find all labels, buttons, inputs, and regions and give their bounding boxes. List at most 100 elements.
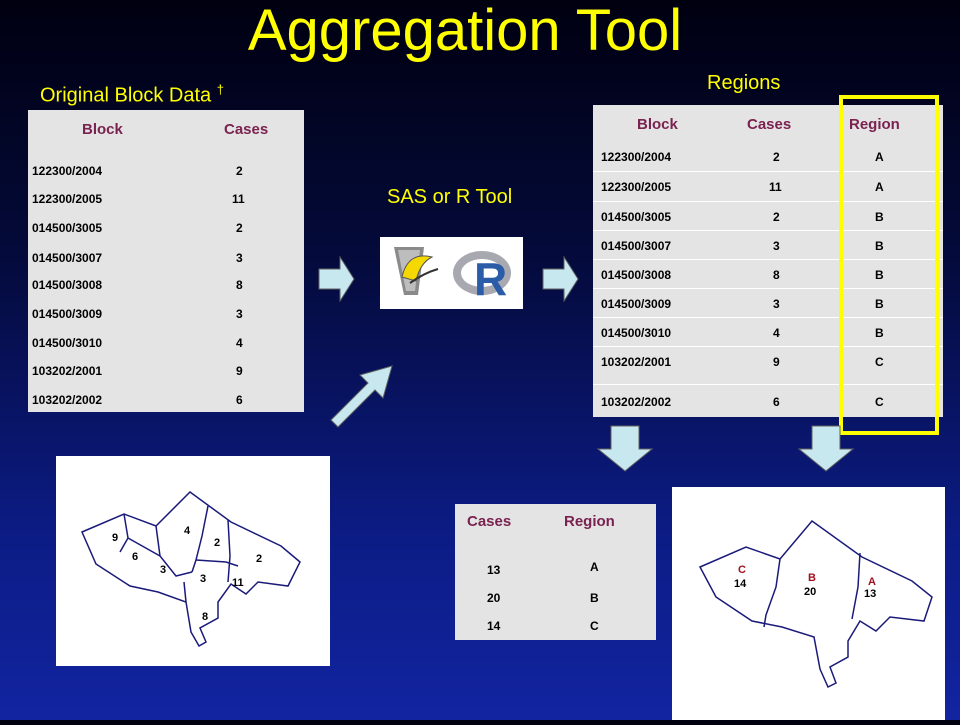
table-row: 122300/2004 [32,164,103,178]
block-label: 8 [202,611,208,623]
region-column-highlight [839,95,939,435]
table-row: 103202/2001 [601,355,672,369]
table-row: 122300/2005 [32,192,103,206]
table-cell-cases: 2 [773,210,780,224]
table-cell-region: A [590,560,599,574]
summary-header-cases: Cases [467,513,512,530]
table-cell-cases: 9 [236,364,243,378]
region-cases: 14 [734,578,747,590]
table-cell-cases: 2 [773,150,780,164]
region-letter: A [868,576,876,588]
original-block-data-caption: Original Block Data † [40,82,224,108]
table-cell-cases: 9 [773,355,780,369]
block-label: 3 [200,573,206,585]
table-cell-cases: 2 [236,221,243,235]
arrow-right-icon [542,256,579,302]
row-divider [593,259,943,260]
table-cell-cases: 3 [236,307,243,321]
block-label: 4 [184,525,191,537]
table-row: 103202/2001 [32,364,103,378]
table-cell-cases: 11 [769,180,782,194]
block-label: 2 [214,537,220,549]
table-cell-region: B [590,591,599,605]
original-caption-text: Original Block Data [40,84,212,107]
page-title: Aggregation Tool [247,0,683,63]
table-row: 014500/3008 [601,268,672,282]
row-divider [593,171,943,172]
table-row: 122300/2004 [601,150,672,164]
table-row: 014500/3005 [32,221,103,235]
table-cell-region: C [875,355,884,369]
table-row: 014500/3005 [601,210,672,224]
original-block-table: Block Cases 122300/2004 2 122300/2005 11… [28,110,304,412]
block-label: 6 [132,551,138,563]
row-divider [593,288,943,289]
table-row: 103202/2002 [32,393,103,407]
table-cell-cases: 8 [773,268,780,282]
regions-caption: Regions [707,72,781,94]
table-cell-cases: 8 [236,278,243,292]
table-row: 20 [487,591,501,605]
regions-header-cases: Cases [747,116,792,133]
block-label: 2 [256,553,262,565]
table-cell-region: C [590,619,599,633]
regions-table: Block Cases Region 122300/2004 2 A 12230… [593,105,943,417]
table-cell-region: B [875,268,884,282]
region-cases: 13 [864,588,876,600]
original-header-block: Block [82,121,123,138]
table-cell-cases: 3 [773,239,780,253]
sas-r-tool-caption: SAS or R Tool [387,186,513,208]
region-letter: B [808,572,816,584]
table-row: 014500/3009 [32,307,103,321]
table-row: 014500/3007 [32,251,103,265]
arrow-down-icon [797,425,855,472]
dagger-mark: † [216,82,224,97]
row-divider [593,230,943,231]
arrow-down-icon [596,425,654,472]
summary-table: Cases Region 13 A 20 B 14 C [455,504,656,640]
block-label: 3 [160,564,166,576]
table-cell-cases: 6 [773,395,780,409]
block-label: 9 [112,532,118,544]
table-cell-region: B [875,239,884,253]
original-header-cases: Cases [224,121,269,138]
table-cell-cases: 4 [773,326,780,340]
row-divider [593,384,943,385]
r-logo-letter: R [474,253,507,303]
region-map-drawing: C 14 B 20 A 13 [698,519,933,689]
region-letter: C [738,564,746,576]
table-row: 103202/2002 [601,395,672,409]
regions-header-region: Region [849,116,900,133]
table-cell-region: B [875,210,884,224]
block-label: 11 [232,577,244,589]
tool-logos: R [380,237,523,309]
block-map: 9 6 3 4 2 2 3 11 8 [56,456,330,666]
table-cell-region: A [875,150,884,164]
table-row: 014500/3008 [32,278,103,292]
table-cell-cases: 11 [232,192,245,206]
table-cell-region: B [875,297,884,311]
table-cell-region: B [875,326,884,340]
table-cell-cases: 6 [236,393,243,407]
table-cell-cases: 4 [236,336,243,350]
r-logo-icon: R [453,251,511,303]
regions-header-block: Block [637,116,678,133]
table-row: 014500/3010 [32,336,103,350]
table-row: 014500/3010 [601,326,672,340]
summary-header-region: Region [564,513,615,530]
table-row: 014500/3007 [601,239,672,253]
row-divider [593,317,943,318]
region-map: C 14 B 20 A 13 [672,487,945,720]
table-cell-cases: 2 [236,164,243,178]
table-cell-cases: 3 [236,251,243,265]
row-divider [593,346,943,347]
table-cell-cases: 3 [773,297,780,311]
arrow-right-icon [318,256,355,302]
table-row: 14 [487,619,501,633]
sas-logo-icon [394,247,439,295]
table-row: 122300/2005 [601,180,672,194]
arrow-diagonal-icon [330,365,393,428]
region-cases: 20 [804,586,816,598]
table-row: 014500/3009 [601,297,672,311]
table-cell-region: C [875,395,884,409]
